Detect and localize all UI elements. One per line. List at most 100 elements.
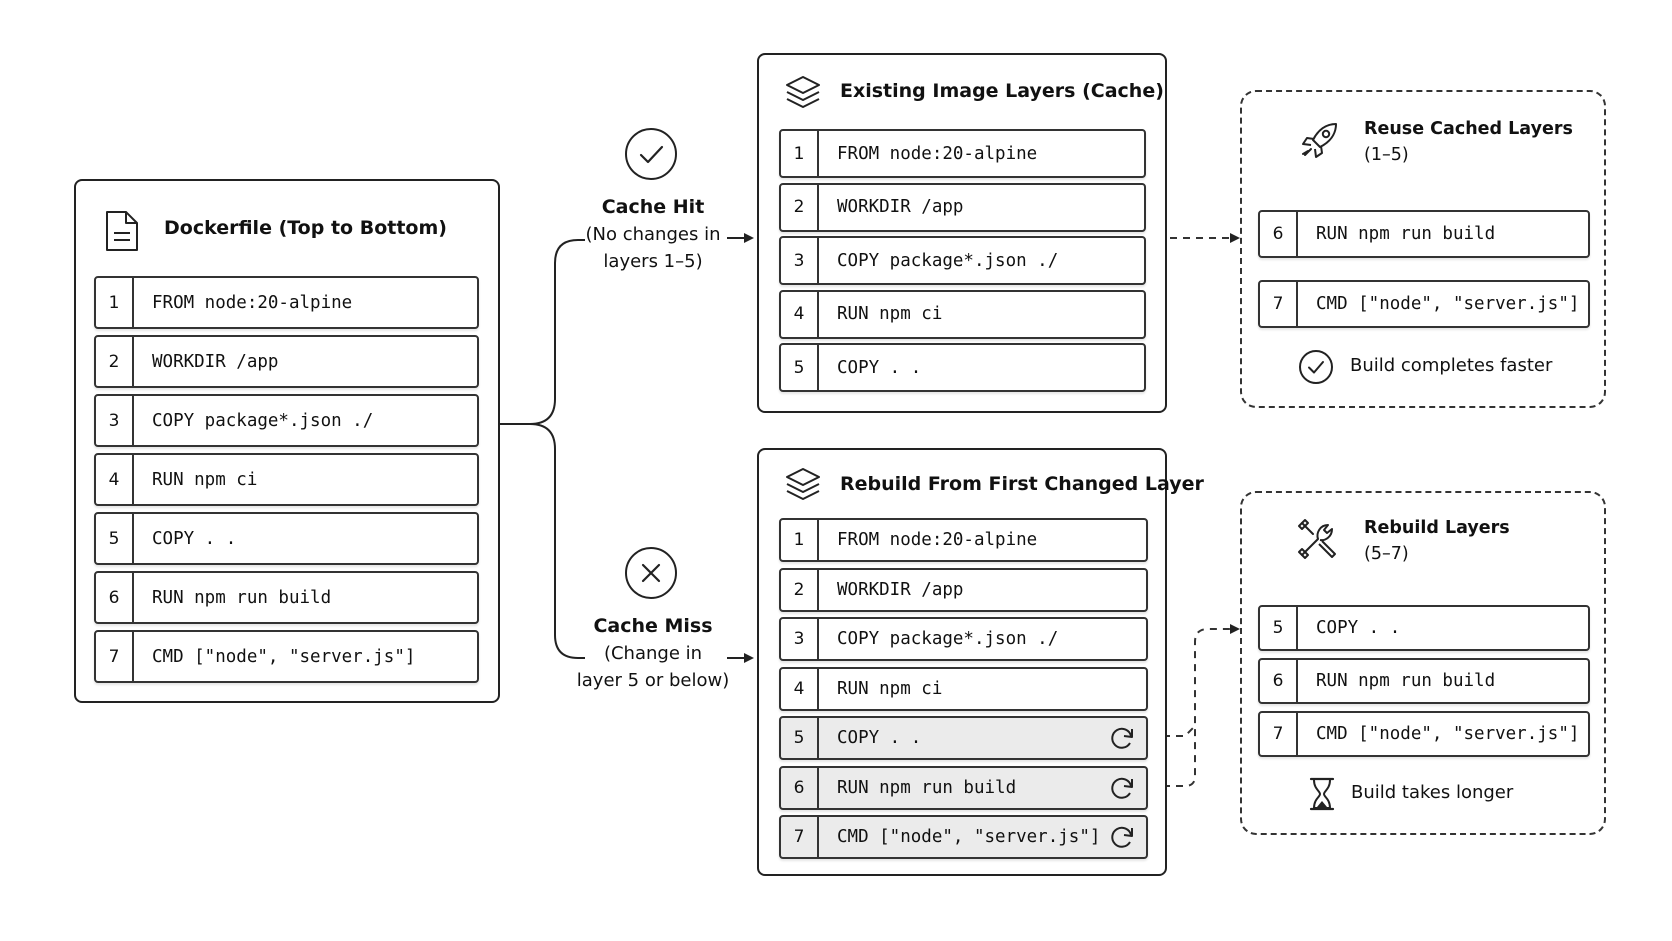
layer-number: 1 bbox=[781, 131, 819, 176]
refresh-icon bbox=[1111, 727, 1133, 749]
reuse-status: Build completes faster bbox=[1350, 355, 1553, 376]
layer-number: 2 bbox=[781, 569, 819, 610]
layer-command: COPY package*.json ./ bbox=[152, 410, 374, 431]
tools-icon bbox=[1298, 519, 1336, 559]
layer-row: 2 WORKDIR /app bbox=[779, 182, 1146, 232]
layer-command: FROM node:20-alpine bbox=[837, 530, 1038, 550]
layer-row: 1 FROM node:20-alpine bbox=[779, 518, 1148, 562]
layer-number: 3 bbox=[781, 238, 819, 283]
layer-number: 6 bbox=[96, 573, 134, 622]
layer-number: 4 bbox=[781, 668, 819, 709]
cache-miss-line2: layer 5 or below) bbox=[576, 670, 730, 691]
rebuild-layers-title: Rebuild Layers bbox=[1364, 518, 1510, 538]
layer-row: 4 RUN npm ci bbox=[779, 666, 1148, 711]
layer-number: 3 bbox=[96, 396, 134, 445]
layer-command: WORKDIR /app bbox=[837, 197, 964, 217]
layer-command: CMD ["node", "server.js"] bbox=[837, 827, 1101, 847]
check-circle-icon bbox=[625, 128, 677, 180]
x-circle-icon bbox=[625, 547, 677, 599]
hourglass-icon bbox=[1309, 777, 1335, 811]
existing-layers-panel: Existing Image Layers (Cache) 1 FROM node… bbox=[757, 53, 1167, 413]
layer-row: 4 RUN npm ci bbox=[779, 289, 1146, 339]
layer-number: 4 bbox=[781, 291, 819, 337]
document-icon bbox=[106, 211, 138, 251]
layers-icon bbox=[786, 468, 820, 500]
rebuild-layers-status: Build takes longer bbox=[1351, 782, 1514, 803]
layer-row: 3 COPY package*.json ./ bbox=[779, 236, 1146, 285]
layer-row: 6 RUN npm run build bbox=[94, 571, 479, 624]
layer-number: 6 bbox=[781, 767, 819, 808]
layer-command: CMD ["node", "server.js"] bbox=[152, 646, 416, 667]
rebuild-layers-range: (5–7) bbox=[1364, 544, 1409, 564]
rebuild-from-title: Rebuild From First Changed Layer bbox=[840, 473, 1204, 495]
reuse-title-block: Reuse Cached Layers (1–5) bbox=[1364, 116, 1573, 168]
layer-row: 2 WORKDIR /app bbox=[94, 335, 479, 388]
layer-row: 6 RUN npm run build bbox=[1258, 658, 1590, 704]
reuse-title: Reuse Cached Layers bbox=[1364, 119, 1573, 139]
layer-row: 5 COPY . . bbox=[94, 512, 479, 565]
layer-row: 7 CMD ["node", "server.js"] bbox=[779, 815, 1148, 859]
layer-row: 7 CMD ["node", "server.js"] bbox=[1258, 711, 1590, 757]
refresh-icon bbox=[1111, 777, 1133, 799]
rebuild-from-panel: Rebuild From First Changed Layer 1 FROM n… bbox=[757, 448, 1204, 876]
layer-command: FROM node:20-alpine bbox=[837, 143, 1038, 164]
layer-number: 4 bbox=[96, 455, 134, 504]
layer-command: FROM node:20-alpine bbox=[152, 292, 353, 313]
layer-number: 2 bbox=[781, 184, 819, 230]
layer-command: WORKDIR /app bbox=[837, 579, 964, 600]
layer-number: 5 bbox=[96, 514, 134, 563]
layer-row: 3 COPY package*.json ./ bbox=[94, 394, 479, 447]
layer-command: RUN npm run build bbox=[152, 587, 332, 608]
layer-command: RUN npm run build bbox=[1316, 671, 1496, 691]
layer-command: RUN npm run build bbox=[837, 777, 1017, 798]
layer-command: RUN npm ci bbox=[837, 678, 943, 699]
layer-number: 7 bbox=[1260, 713, 1298, 755]
layer-command: CMD ["node", "server.js"] bbox=[1316, 724, 1580, 744]
layer-command: RUN npm ci bbox=[837, 304, 943, 324]
layer-command: WORKDIR /app bbox=[152, 351, 279, 372]
layer-row: 2 WORKDIR /app bbox=[779, 567, 1148, 612]
cache-hit-label: Cache Hit (No changes in layers 1–5) bbox=[583, 194, 723, 275]
layer-number: 6 bbox=[1260, 660, 1298, 702]
layer-command: COPY . . bbox=[837, 728, 922, 748]
layer-command: COPY package*.json ./ bbox=[837, 250, 1059, 271]
layer-command: COPY . . bbox=[837, 357, 922, 378]
reuse-range: (1–5) bbox=[1364, 145, 1409, 165]
layer-number: 3 bbox=[781, 619, 819, 659]
rocket-icon bbox=[1302, 123, 1337, 158]
layer-number: 6 bbox=[1260, 212, 1298, 256]
dockerfile-title: Dockerfile (Top to Bottom) bbox=[164, 217, 447, 239]
layer-row: 1 FROM node:20-alpine bbox=[779, 129, 1146, 178]
cache-hit-line2: layers 1–5) bbox=[603, 251, 703, 272]
layer-command: COPY . . bbox=[1316, 618, 1401, 638]
layer-row: 5 COPY . . bbox=[779, 343, 1146, 392]
layer-command: RUN npm ci bbox=[152, 469, 258, 490]
layer-number: 7 bbox=[781, 817, 819, 857]
layer-row: 3 COPY package*.json ./ bbox=[779, 617, 1148, 661]
layer-number: 7 bbox=[1260, 282, 1298, 326]
layer-number: 2 bbox=[96, 337, 134, 386]
layer-command: COPY . . bbox=[152, 528, 237, 549]
layer-number: 5 bbox=[781, 345, 819, 390]
layer-number: 1 bbox=[781, 520, 819, 560]
cache-miss-line1: (Change in bbox=[603, 643, 703, 664]
cache-miss-title: Cache Miss bbox=[593, 615, 713, 637]
existing-title: Existing Image Layers (Cache) bbox=[840, 80, 1164, 102]
layer-command: COPY package*.json ./ bbox=[837, 629, 1059, 649]
reuse-cached-panel: Reuse Cached Layers (1–5) 6 RUN npm run b… bbox=[1240, 90, 1606, 408]
branch-bracket bbox=[500, 239, 585, 659]
refresh-icon bbox=[1111, 826, 1133, 848]
cache-hit-title: Cache Hit bbox=[601, 196, 705, 218]
layer-row: 7 CMD ["node", "server.js"] bbox=[1258, 280, 1590, 328]
layer-command: CMD ["node", "server.js"] bbox=[1316, 294, 1580, 314]
layer-command: RUN npm run build bbox=[1316, 224, 1496, 244]
rebuild-layers-title-block: Rebuild Layers (5–7) bbox=[1364, 515, 1510, 567]
cache-hit-line1: (No changes in bbox=[585, 224, 721, 245]
cache-miss-label: Cache Miss (Change in layer 5 or below) bbox=[571, 613, 735, 694]
